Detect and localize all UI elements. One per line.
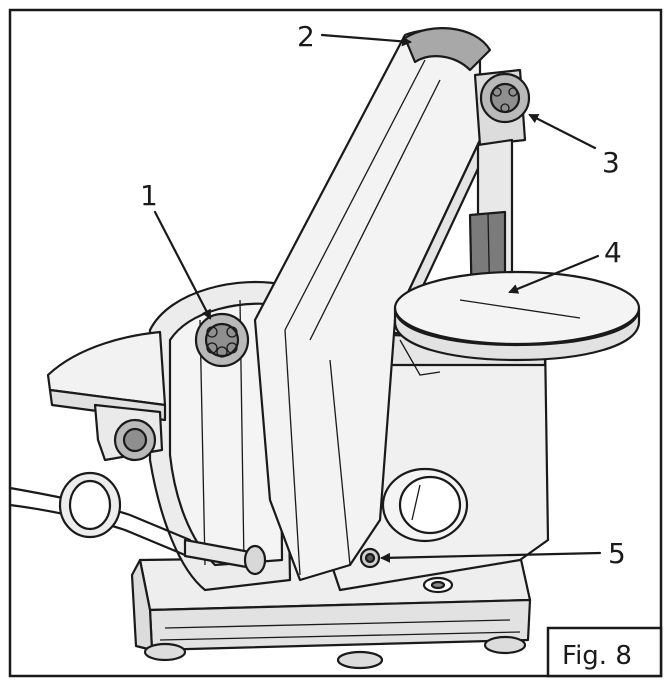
figure-frame	[8, 8, 663, 678]
disc-work-table	[46, 330, 167, 462]
belt-work-table	[393, 270, 641, 376]
callout-5: 5	[380, 537, 626, 570]
machine-illustration	[8, 27, 641, 670]
callout-number: 4	[604, 236, 622, 269]
callout-number: 2	[297, 20, 315, 53]
callout-number: 3	[602, 146, 620, 179]
figure-label-box: Fig. 8	[546, 626, 663, 678]
callout-number: 5	[608, 537, 626, 570]
disc-guard	[148, 280, 292, 592]
callout-1: 1	[140, 179, 212, 320]
callout-number: 1	[140, 179, 158, 212]
callout-4: 4	[508, 236, 622, 294]
callout-3: 3	[528, 113, 620, 179]
callout-2: 2	[297, 20, 412, 53]
figure-label: Fig. 8	[562, 641, 632, 671]
power-cord	[8, 471, 267, 576]
